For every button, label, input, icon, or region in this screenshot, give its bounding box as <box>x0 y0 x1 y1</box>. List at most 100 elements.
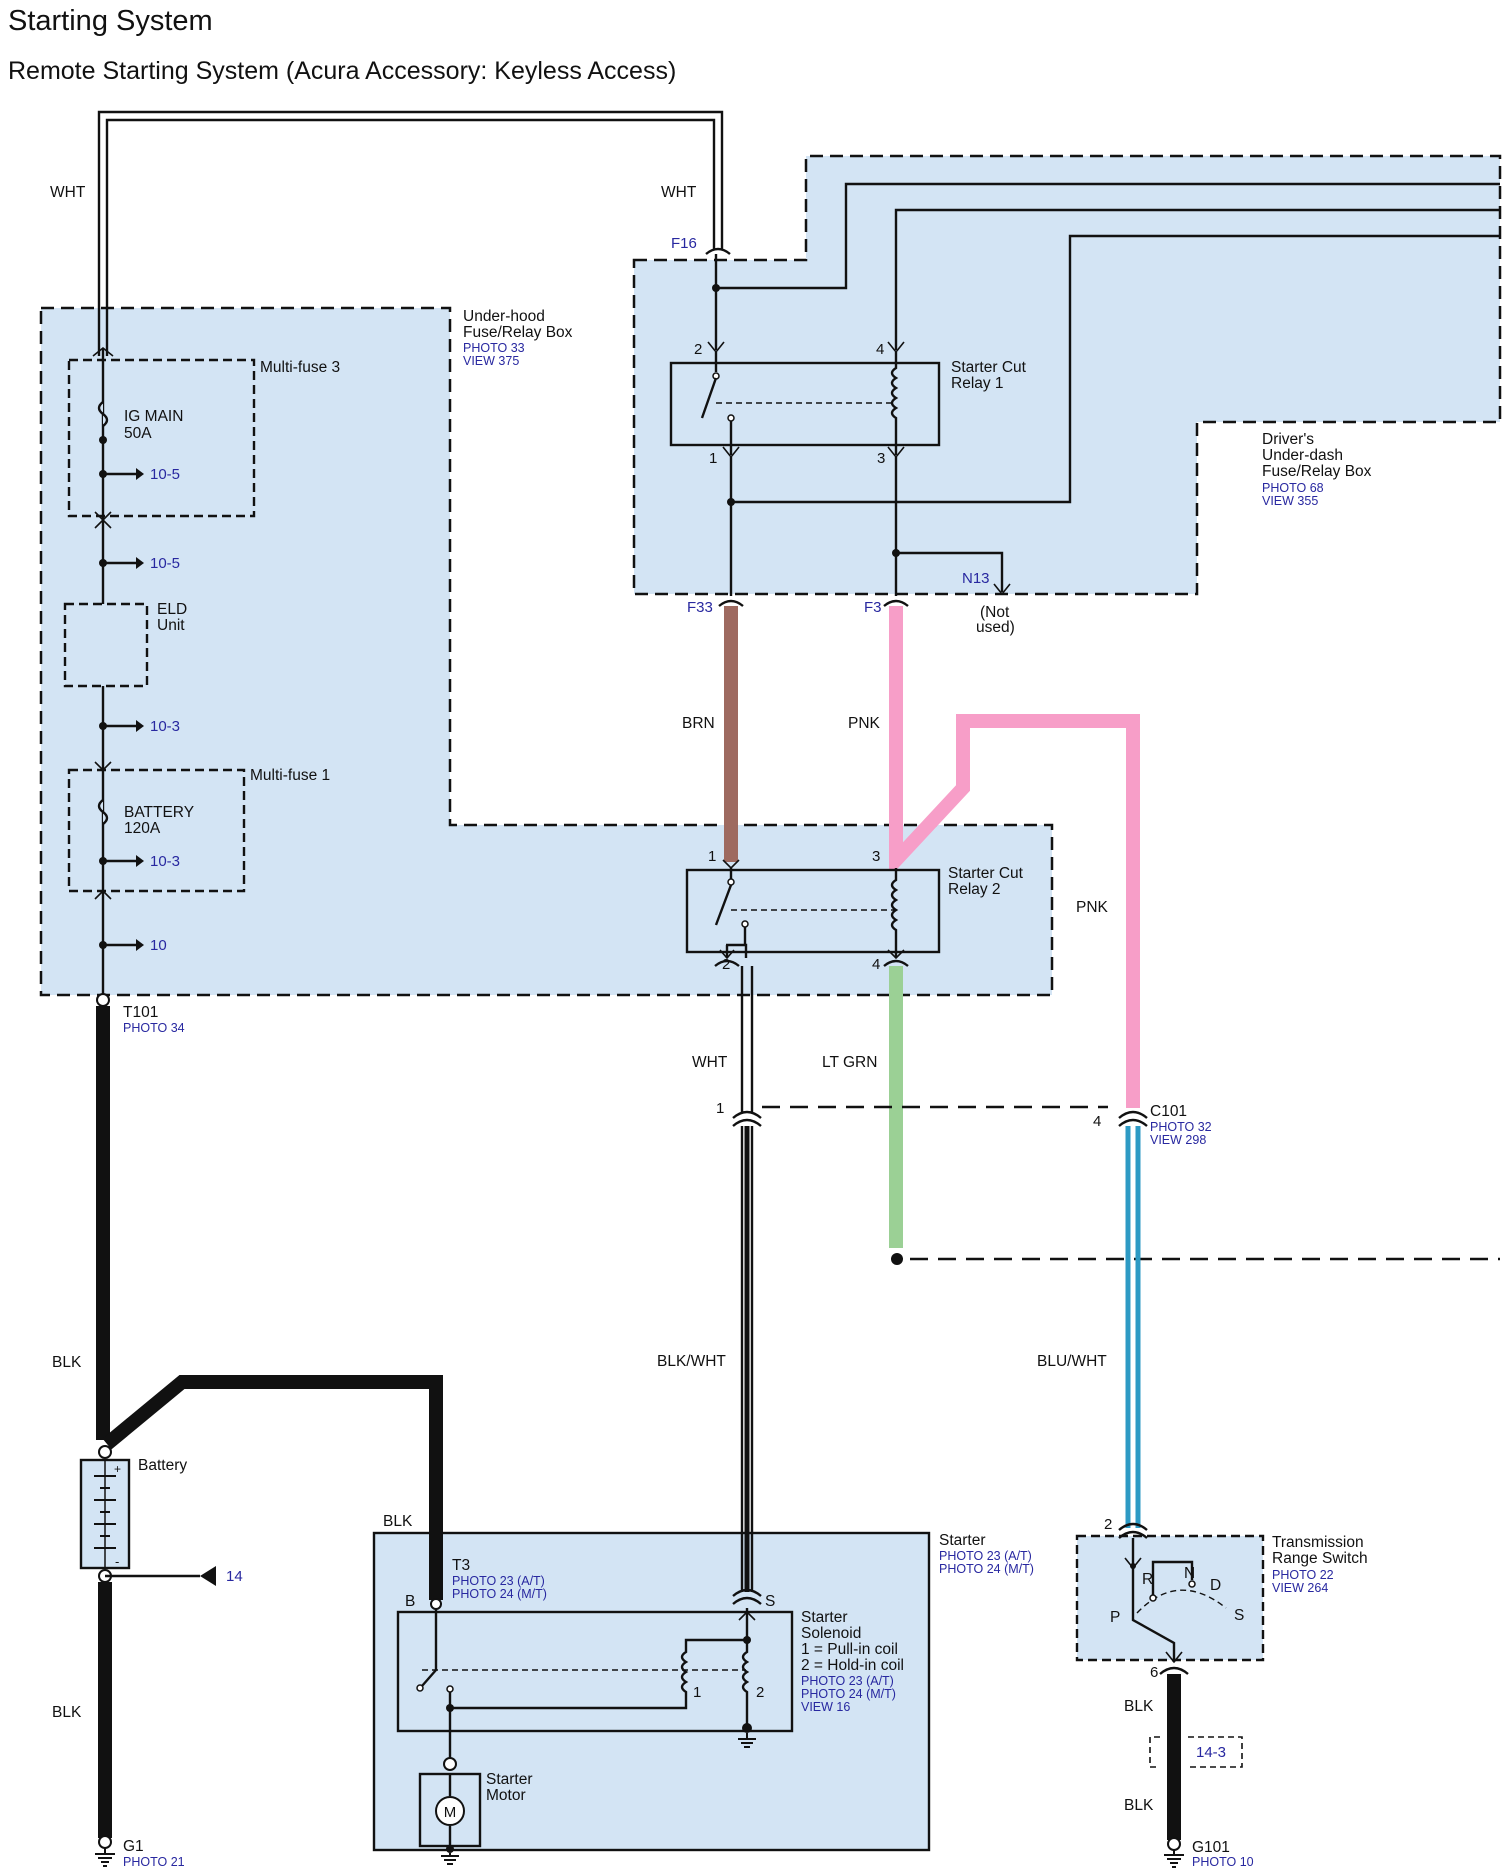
multi-fuse-3-box <box>67 358 256 518</box>
solenoid-s-arrow <box>738 1610 756 1621</box>
wire-label-blu-wht: BLU/WHT <box>1037 1353 1107 1370</box>
relay2-label-2: Relay 2 <box>948 881 1001 898</box>
solenoid-contact-blade <box>421 1669 437 1687</box>
connector-f16: F16 <box>671 235 697 252</box>
trs-pin6-connector <box>1159 1666 1189 1675</box>
relay2-pin2-arrow <box>719 949 735 960</box>
fuse-battery-name: BATTERY <box>124 804 194 821</box>
multi-fuse-3-label: Multi-fuse 3 <box>260 359 340 376</box>
drivers-under-dash-fuse-relay-box <box>632 154 1502 596</box>
trs-pin2-connector <box>1118 1522 1148 1539</box>
relay1-label-2: Relay 1 <box>951 375 1004 392</box>
relay2-pin1: 1 <box>708 848 716 865</box>
relay2-contact-blade <box>714 884 733 926</box>
connector-n13: N13 <box>962 570 990 587</box>
ref-14-3: 14-3 <box>1196 1744 1226 1761</box>
t3-photo-at: PHOTO 23 (A/T) <box>452 1574 545 1588</box>
wire-label-blk-t3: BLK <box>383 1513 413 1530</box>
wire-label-wht-relay2: WHT <box>692 1054 728 1071</box>
wire-relay1-pin4-to-right-edge <box>894 208 1500 350</box>
multi-fuse-1-out-arrow <box>94 889 112 900</box>
wire-label-blk-wht: BLK/WHT <box>657 1353 726 1370</box>
starter-photo-at: PHOTO 23 (A/T) <box>939 1549 1032 1563</box>
ref-10-5a-arrow <box>136 468 144 480</box>
wire-label-brn: BRN <box>682 715 715 732</box>
solenoid-contact-pivot <box>416 1684 424 1692</box>
trs-pos-p: P <box>1110 1609 1120 1626</box>
battery-plus: + <box>114 1462 121 1476</box>
trs-pin6: 6 <box>1150 1664 1158 1681</box>
ground-g101-icon <box>1164 1850 1184 1868</box>
ground-g1-label: G1 <box>123 1838 144 1855</box>
trs-label-2: Range Switch <box>1272 1550 1368 1567</box>
fuse-ig-main-rating: 50A <box>124 425 152 442</box>
starter-motor-label-2: Motor <box>486 1787 526 1804</box>
page-subtitle: Remote Starting System (Acura Accessory:… <box>8 57 676 85</box>
relay2-label-1: Starter Cut <box>948 865 1024 882</box>
trs-contact-r <box>1149 1594 1157 1602</box>
multi-fuse-3-in-arrow <box>92 346 114 357</box>
starter-motor-symbol: M <box>444 1804 457 1821</box>
relay2-pin4-connector <box>883 959 909 967</box>
relay2-pin2-wire <box>725 943 748 958</box>
under-hood-label-2: Fuse/Relay Box <box>463 324 573 341</box>
solenoid-s-connector <box>732 1588 762 1605</box>
battery-positive-terminal <box>98 1445 112 1459</box>
relay1-coil <box>890 352 899 455</box>
trs-pos-r: R <box>1142 1571 1153 1588</box>
under-hood-view: VIEW 375 <box>463 354 519 368</box>
terminal-t101-photo: PHOTO 34 <box>123 1021 185 1035</box>
terminal-t101 <box>96 993 110 1007</box>
connector-f16-symbol <box>705 247 731 255</box>
solenoid-hold-in-coil <box>741 1608 750 1725</box>
trs-label-1: Transmission <box>1272 1534 1364 1551</box>
c101-pin4-symbol <box>1118 1110 1148 1127</box>
eld-unit-label-1: ELD <box>157 601 187 618</box>
starter-motor-icon <box>435 1796 465 1826</box>
connector-f3-symbol <box>883 599 909 607</box>
n13-arrow <box>993 583 1011 596</box>
c101-label: C101 <box>1150 1103 1187 1120</box>
ref-14-arrow <box>200 1566 216 1586</box>
c101-pin4: 4 <box>1093 1113 1101 1130</box>
trs-pin2: 2 <box>1104 1516 1112 1533</box>
trs-selector-arc <box>1136 1589 1227 1614</box>
c101-photo: PHOTO 32 <box>1150 1120 1212 1134</box>
relay1-contact-no <box>727 414 735 422</box>
t3-photo-mt: PHOTO 24 (M/T) <box>452 1587 547 1601</box>
ref-10-5b: 10-5 <box>150 555 180 572</box>
wire-label-blk-trs-1: BLK <box>1124 1698 1154 1715</box>
ref-10-3b: 10-3 <box>150 853 180 870</box>
t3-label: T3 <box>452 1557 470 1574</box>
splice-mf3-a <box>99 436 107 444</box>
solenoid-label-3: 1 = Pull-in coil <box>801 1641 898 1658</box>
lt-grn-terminal <box>891 1253 903 1265</box>
battery-minus: - <box>115 1554 119 1569</box>
wire-label-pnk-1: PNK <box>848 715 881 732</box>
connector-f33-symbol <box>718 599 744 607</box>
solenoid-ground-dot <box>742 1723 752 1733</box>
relay2-pin4: 4 <box>872 956 880 973</box>
ref-10-3a: 10-3 <box>150 718 180 735</box>
relay1-label-1: Starter Cut <box>951 359 1027 376</box>
under-hood-fuse-relay-box <box>39 306 1054 997</box>
not-used-2: used) <box>976 619 1015 636</box>
ground-g1-terminal <box>98 1835 112 1849</box>
solenoid-contact-out <box>446 1685 454 1693</box>
drivers-box-label-1: Driver's <box>1262 431 1314 448</box>
relay2-pin4-arrow <box>887 949 905 960</box>
t3-pin-b: B <box>405 1593 415 1610</box>
transmission-range-switch-box <box>1075 1534 1265 1662</box>
wire-label-wht-left: WHT <box>50 184 86 201</box>
solenoid-photo-mt: PHOTO 24 (M/T) <box>801 1687 896 1701</box>
ground-g1-photo: PHOTO 21 <box>123 1855 185 1869</box>
ref-10: 10 <box>150 937 167 954</box>
wire-label-blk-trs-2: BLK <box>1124 1797 1154 1814</box>
splice-solenoid-coils <box>743 1636 751 1644</box>
under-hood-label-1: Under-hood <box>463 308 545 325</box>
multi-fuse-1-label: Multi-fuse 1 <box>250 767 330 784</box>
relay1-pin1: 1 <box>709 450 717 467</box>
relay2-pin3: 3 <box>872 848 880 865</box>
ref-14-3-bracket-right <box>1188 1736 1243 1768</box>
c101-view: VIEW 298 <box>1150 1133 1206 1147</box>
